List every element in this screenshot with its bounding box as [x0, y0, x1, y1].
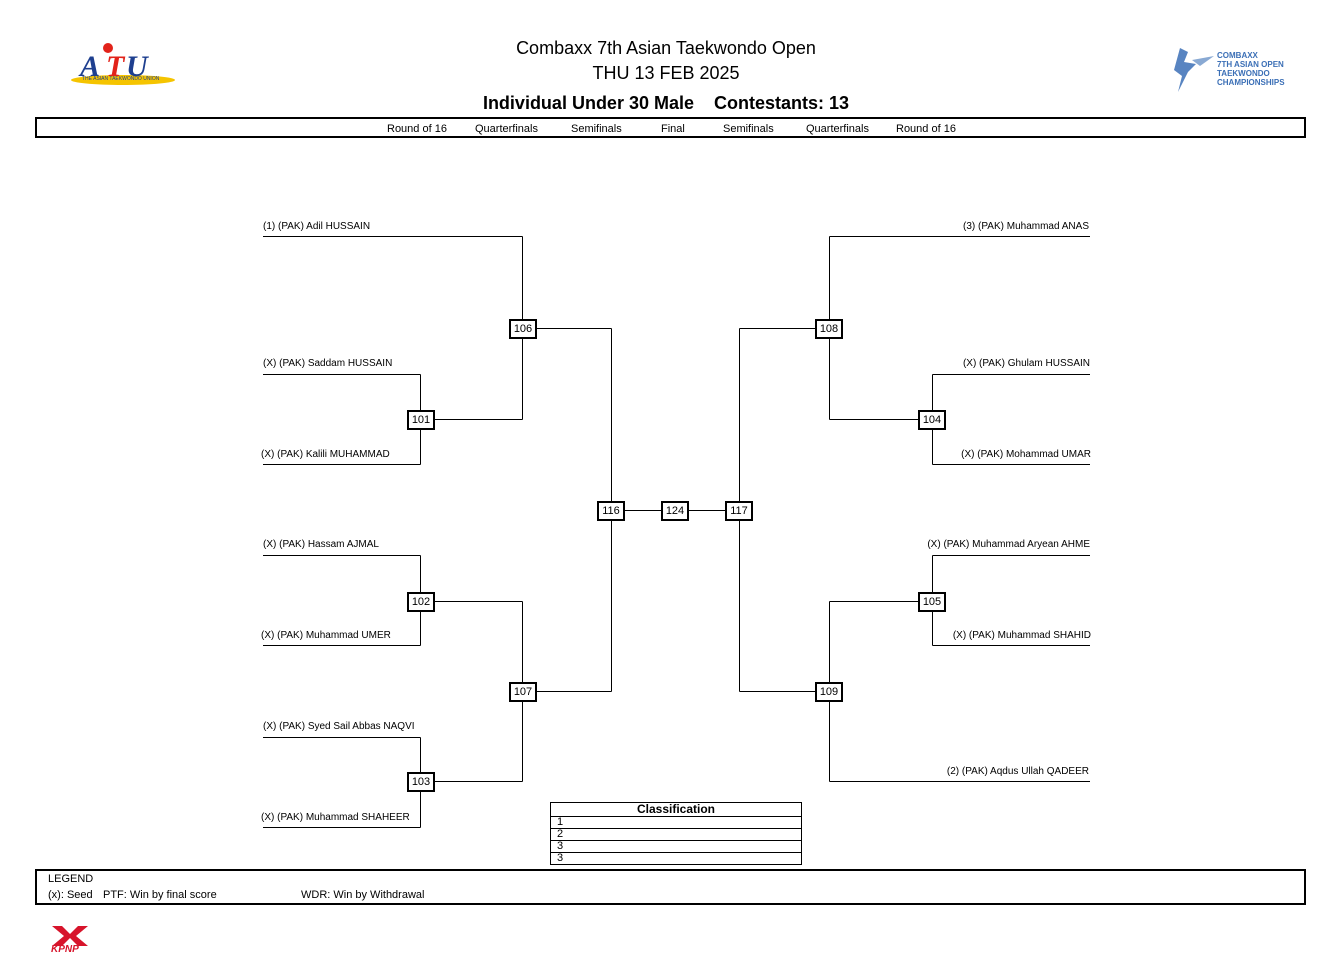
competitor-left-4: (X) (PAK) Hassam AJMAL: [263, 539, 379, 550]
svg-text:A: A: [78, 50, 100, 83]
match-box-104[interactable]: 104: [918, 410, 946, 430]
competitor-right-1: (3) (PAK) Muhammad ANAS: [963, 221, 1089, 232]
match-box-117[interactable]: 117: [725, 501, 753, 521]
classification-row-1: 1: [550, 817, 802, 829]
legend-seed: (x): Seed: [48, 889, 93, 901]
event-date: THU 13 FEB 2025: [592, 63, 740, 83]
division-title: Individual Under 30 Male Contestants: 13: [366, 93, 966, 114]
competitor-right-3: (X) (PAK) Mohammad UMAR: [961, 449, 1091, 460]
match-box-103[interactable]: 103: [407, 772, 435, 792]
division-name: Individual Under 30 Male: [482, 93, 694, 113]
combaxx-line-2: 7TH ASIAN OPEN: [1217, 60, 1284, 69]
round-label-final: Final: [661, 123, 685, 135]
competitor-right-2: (X) (PAK) Ghulam HUSSAIN: [962, 358, 1090, 369]
legend-ptf: PTF: Win by final score: [103, 889, 217, 901]
classification-table: Classification 1 2 3 3: [550, 802, 802, 865]
competitor-right-6: (2) (PAK) Aqdus Ullah QADEER: [946, 766, 1089, 777]
combaxx-line-4: CHAMPIONSHIPS: [1217, 78, 1285, 87]
match-box-108[interactable]: 108: [815, 319, 843, 339]
match-box-124[interactable]: 124: [661, 501, 689, 521]
combaxx-logo-text: COMBAXX 7TH ASIAN OPEN TAEKWONDO CHAMPIO…: [1217, 51, 1285, 87]
classification-row-3a: 3: [550, 841, 802, 853]
legend-title: LEGEND: [48, 873, 94, 885]
competitor-right-4: (X) (PAK) Muhammad Aryean AHME: [927, 539, 1090, 550]
match-box-109[interactable]: 109: [815, 682, 843, 702]
svg-text:T: T: [106, 50, 126, 83]
round-label-r16-right: Round of 16: [896, 123, 956, 135]
contestant-count: Contestants: 13: [714, 93, 850, 113]
legend-wdr: WDR: Win by Withdrawal: [301, 889, 425, 901]
match-box-101[interactable]: 101: [407, 410, 435, 430]
match-box-106[interactable]: 106: [509, 319, 537, 339]
round-label-sf-right: Semifinals: [723, 123, 774, 135]
round-label-sf-left: Semifinals: [571, 123, 622, 135]
atu-logo-subtext: THE ASIAN TAEKWONDO UNION: [82, 76, 160, 82]
competitor-left-2: (X) (PAK) Saddam HUSSAIN: [263, 358, 393, 369]
competitor-left-3: (X) (PAK) Kalili MUHAMMAD: [261, 449, 390, 460]
round-header-bar: Round of 16 Quarterfinals Semifinals Fin…: [35, 117, 1306, 138]
combaxx-line-1: COMBAXX: [1217, 51, 1258, 60]
competitor-left-5: (X) (PAK) Muhammad UMER: [261, 630, 391, 641]
match-box-102[interactable]: 102: [407, 592, 435, 612]
svg-text:U: U: [126, 50, 149, 83]
match-box-116[interactable]: 116: [597, 501, 625, 521]
classification-row-3b: 3: [550, 853, 802, 865]
match-box-105[interactable]: 105: [918, 592, 946, 612]
atu-logo: A T U THE ASIAN TAEKWONDO UNION: [68, 40, 178, 88]
event-title: Combaxx 7th Asian Taekwondo Open: [516, 38, 816, 58]
combaxx-logo: COMBAXX 7TH ASIAN OPEN TAEKWONDO CHAMPIO…: [1170, 42, 1290, 98]
competitor-left-6: (X) (PAK) Syed Sail Abbas NAQVI: [263, 721, 415, 732]
round-label-r16-left: Round of 16: [387, 123, 447, 135]
classification-row-2: 2: [550, 829, 802, 841]
combaxx-line-3: TAEKWONDO: [1217, 69, 1270, 78]
round-label-qf-left: Quarterfinals: [475, 123, 538, 135]
competitor-left-7: (X) (PAK) Muhammad SHAHEER: [261, 812, 410, 823]
competitor-right-5: (X) (PAK) Muhammad SHAHID: [952, 630, 1091, 641]
match-box-107[interactable]: 107: [509, 682, 537, 702]
classification-title: Classification: [550, 802, 802, 817]
legend-box: LEGEND (x): Seed PTF: Win by final score…: [35, 869, 1306, 905]
round-label-qf-right: Quarterfinals: [806, 123, 869, 135]
kpnp-logo: KPNP: [48, 924, 92, 958]
competitor-left-1: (1) (PAK) Adil HUSSAIN: [263, 221, 371, 232]
kpnp-logo-text: KPNP: [51, 944, 79, 955]
